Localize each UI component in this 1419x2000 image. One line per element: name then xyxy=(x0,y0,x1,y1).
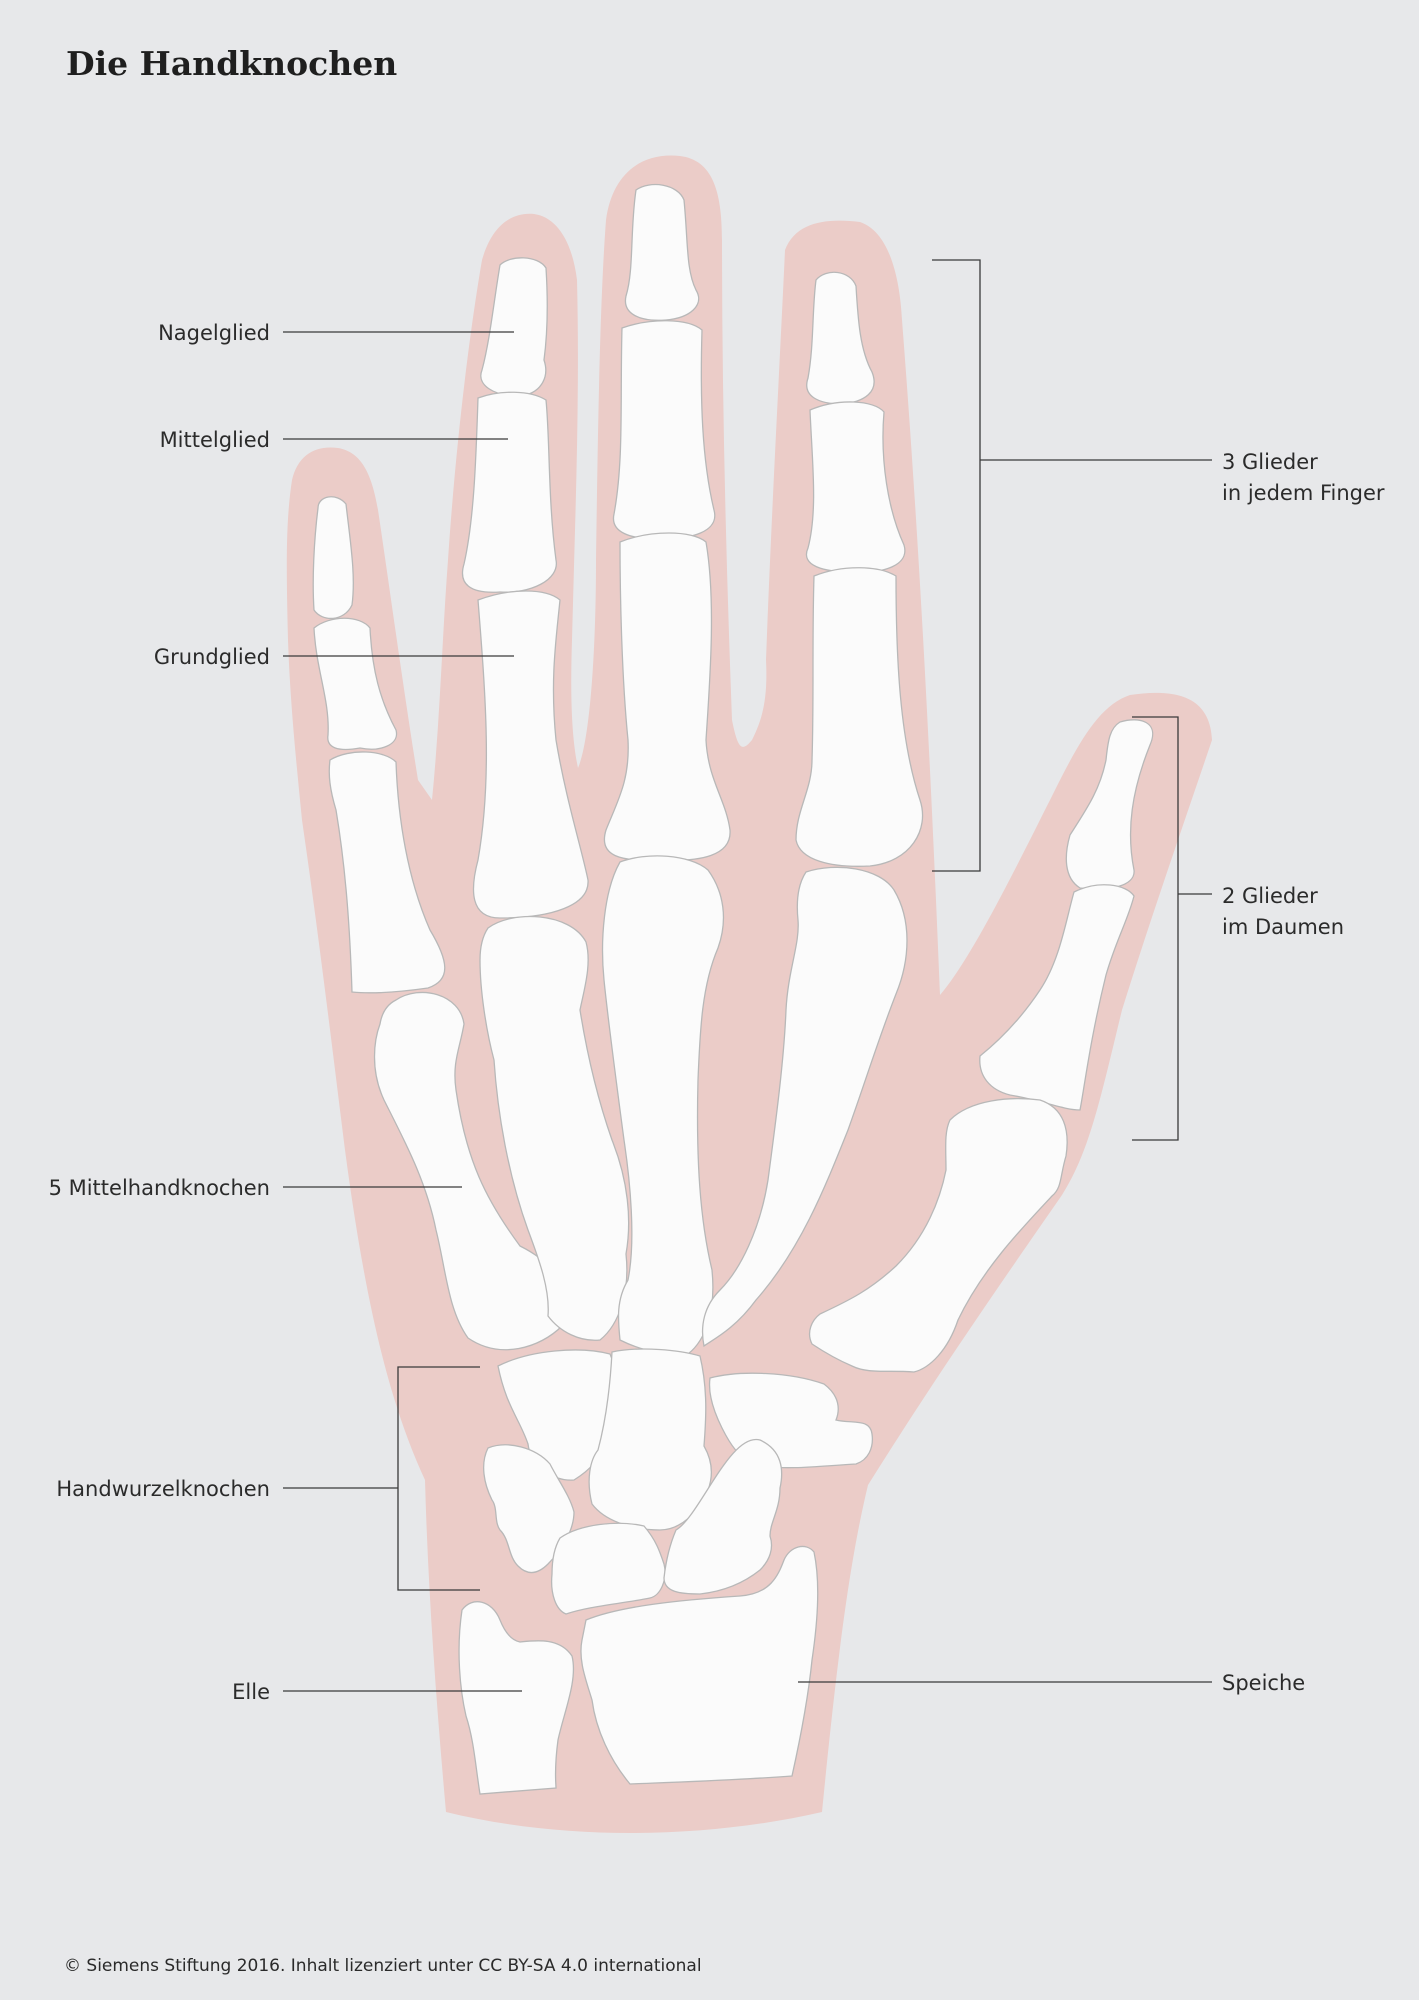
middle-finger-proximal-phalanx xyxy=(603,532,731,861)
middle-finger-middle-phalanx xyxy=(612,320,716,539)
leader-lines xyxy=(283,259,1212,1692)
ulna-bone xyxy=(458,1601,575,1795)
label-mittelglied: Mittelglied xyxy=(160,428,270,452)
label-handwurzel: Handwurzelknochen xyxy=(56,1477,270,1501)
lunate-bone xyxy=(550,1522,666,1615)
bones xyxy=(312,183,1154,1795)
ring-finger-middle-phalanx xyxy=(462,391,557,593)
label-elle: Elle xyxy=(232,1680,270,1704)
bracket-finger xyxy=(932,259,981,872)
index-finger-metacarpal xyxy=(701,866,908,1348)
label-daumen-line2: im Daumen xyxy=(1222,915,1344,939)
label-nagelglied: Nagelglied xyxy=(158,321,270,345)
ring-finger-metacarpal xyxy=(479,915,630,1341)
bracket-handwurzel xyxy=(397,1366,480,1591)
page-title: Die Handknochen xyxy=(66,44,398,83)
pisiform-triquetral-bone xyxy=(482,1444,575,1574)
label-finger-line1: 3 Glieder xyxy=(1222,450,1318,474)
label-speiche: Speiche xyxy=(1222,1671,1305,1695)
little-finger-proximal-phalanx xyxy=(328,751,446,994)
radius-bone xyxy=(580,1545,819,1785)
little-finger-metacarpal xyxy=(373,991,566,1351)
label-daumen-line1: 2 Glieder xyxy=(1222,884,1318,908)
middle-finger-distal-phalanx xyxy=(624,183,700,321)
thumb-metacarpal xyxy=(808,1097,1068,1373)
thumb-proximal-phalanx xyxy=(979,884,1135,1111)
ring-finger-proximal-phalanx xyxy=(472,590,589,919)
index-finger-proximal-phalanx xyxy=(795,567,924,867)
scaphoid-bone xyxy=(663,1439,783,1595)
index-finger-middle-phalanx xyxy=(805,401,906,573)
little-finger-distal-phalanx xyxy=(312,496,354,620)
bracket-daumen xyxy=(1132,716,1179,1141)
copyright-footer: © Siemens Stiftung 2016. Inhalt lizenzie… xyxy=(64,1956,702,1976)
index-finger-distal-phalanx xyxy=(806,271,875,405)
label-mittelhand: 5 Mittelhandknochen xyxy=(49,1176,270,1200)
little-finger-middle-phalanx xyxy=(313,617,398,751)
ring-finger-distal-phalanx xyxy=(480,257,548,397)
label-grundglied: Grundglied xyxy=(154,645,270,669)
labels: Nagelglied Mittelglied Grundglied 5 Mitt… xyxy=(49,321,1385,1704)
label-finger-line2: in jedem Finger xyxy=(1222,481,1385,505)
